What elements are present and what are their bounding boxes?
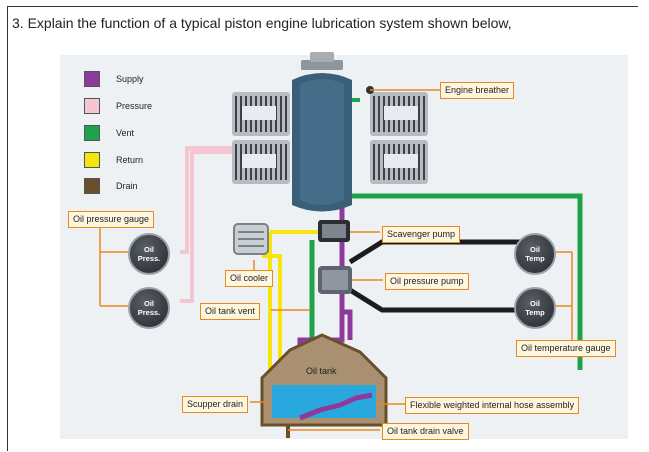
callout-oil-tank-drain-valve: Oil tank drain valve (382, 423, 469, 440)
legend-label: Supply (116, 74, 144, 84)
engine-cylinders-right (370, 92, 428, 184)
legend-item-supply: Supply (84, 71, 144, 87)
legend-label: Vent (116, 128, 135, 138)
gauge-line1: Oil (529, 245, 540, 254)
oil-pressure-gauge-top: Oil Press. (128, 233, 170, 275)
oil-temp-gauge-top: Oil Temp (514, 233, 556, 275)
callout-oil-tank-vent: Oil tank vent (200, 303, 261, 320)
gauge-line1: Oil (529, 299, 540, 308)
oil-tank-label: Oil tank (306, 366, 337, 376)
callout-scupper-drain: Scupper drain (182, 396, 249, 413)
legend-item-return: Return (84, 152, 143, 168)
legend-item-drain: Drain (84, 178, 138, 194)
gauge-line1: Oil (143, 245, 154, 254)
callout-oil-pressure-pump: Oil pressure pump (385, 273, 469, 290)
gauge-line2: Press. (137, 254, 161, 263)
legend-label: Return (116, 155, 144, 165)
drain-swatch (84, 178, 100, 194)
callout-scavenger-pump: Scavenger pump (382, 226, 461, 243)
callout-oil-temperature-gauge: Oil temperature gauge (516, 340, 616, 357)
callout-flexible-hose: Flexible weighted internal hose assembly (405, 397, 580, 414)
oil-cooler (233, 223, 269, 255)
engine-cylinders-left (232, 92, 290, 184)
question-frame (7, 6, 638, 451)
oil-tank (260, 333, 388, 438)
legend-label: Pressure (116, 101, 153, 111)
oil-pressure-pump (318, 266, 352, 294)
legend-label: Drain (116, 181, 138, 191)
callout-oil-cooler: Oil cooler (225, 270, 274, 287)
scavenger-pump (318, 220, 350, 242)
legend-item-pressure: Pressure (84, 98, 152, 114)
oil-pressure-gauge-bottom: Oil Press. (128, 287, 170, 329)
gauge-line2: Temp (525, 254, 545, 263)
oil-temp-gauge-bottom: Oil Temp (514, 287, 556, 329)
vent-swatch (84, 125, 100, 141)
callout-oil-pressure-gauge: Oil pressure gauge (68, 211, 155, 228)
gauge-line2: Press. (137, 308, 161, 317)
question-text: 3. Explain the function of a typical pis… (12, 15, 512, 31)
callout-engine-breather: Engine breather (440, 82, 515, 99)
pressure-swatch (84, 98, 100, 114)
gauge-line2: Temp (525, 308, 545, 317)
return-swatch (84, 152, 100, 168)
supply-swatch (84, 71, 100, 87)
legend-item-vent: Vent (84, 125, 134, 141)
engine-crankcase (292, 52, 352, 212)
gauge-line1: Oil (143, 299, 154, 308)
